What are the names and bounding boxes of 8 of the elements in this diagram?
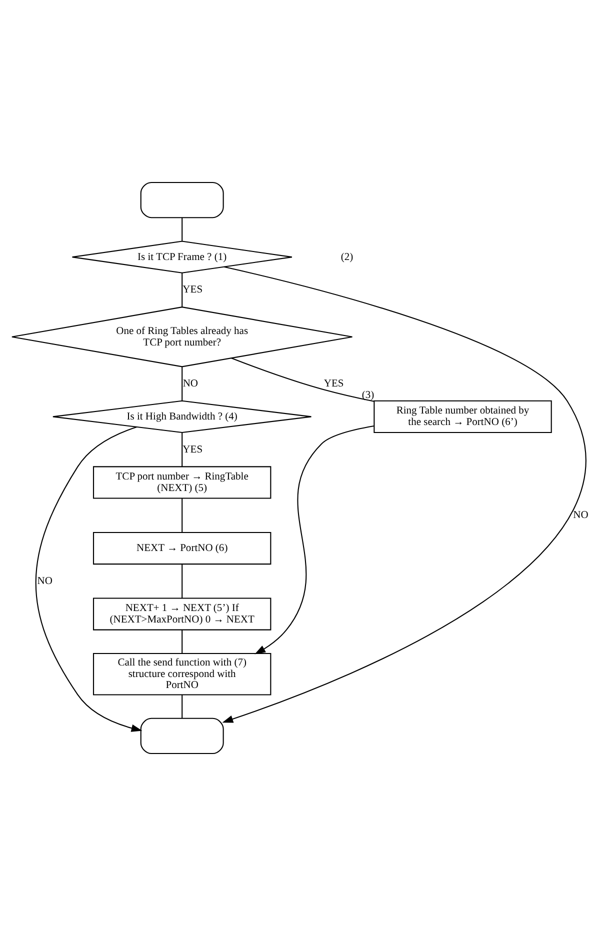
- edge-label: NO: [182, 378, 198, 390]
- edge-label: YES: [182, 444, 203, 456]
- edge-label: NO: [37, 576, 52, 587]
- edge-label: YES: [324, 378, 344, 390]
- node-label: (3): [362, 390, 374, 401]
- edge-label: NO: [573, 510, 588, 522]
- label: (2): [340, 252, 354, 263]
- edge-label: YES: [182, 284, 203, 296]
